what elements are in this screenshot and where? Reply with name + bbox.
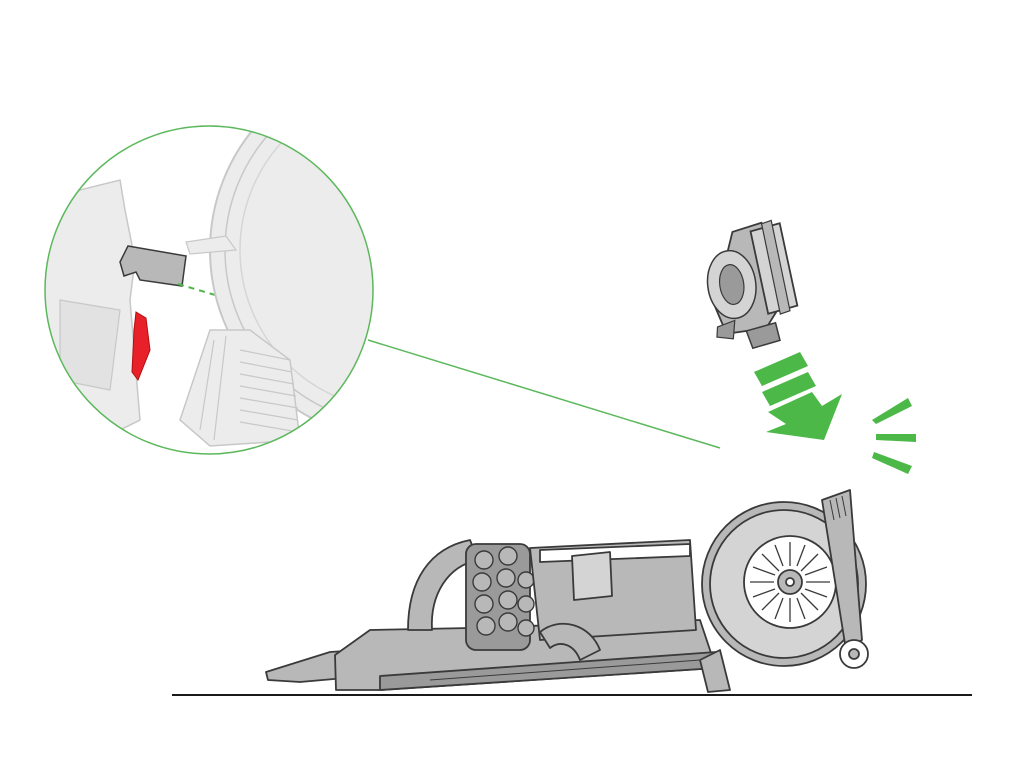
base-ribs — [429, 659, 701, 681]
zoom-detail — [44, 125, 374, 455]
hose-bend — [539, 623, 601, 661]
zoom-red-catch — [131, 311, 151, 382]
click-lines-icon — [872, 398, 916, 474]
wheel-spokes — [750, 542, 830, 622]
rear-frame — [821, 489, 863, 651]
cyclone-cones — [472, 546, 535, 637]
rear-grille — [829, 495, 847, 521]
handle-loop — [407, 539, 479, 631]
vacuum-body — [265, 489, 869, 693]
zoom-latch-block — [119, 245, 187, 287]
front-stand — [699, 649, 731, 693]
zoom-circle-border — [44, 125, 374, 455]
detached-attachment — [706, 219, 799, 350]
clear-bin — [529, 539, 697, 641]
arrow-down-right-icon — [754, 352, 842, 440]
callout-leader-line — [367, 339, 721, 449]
